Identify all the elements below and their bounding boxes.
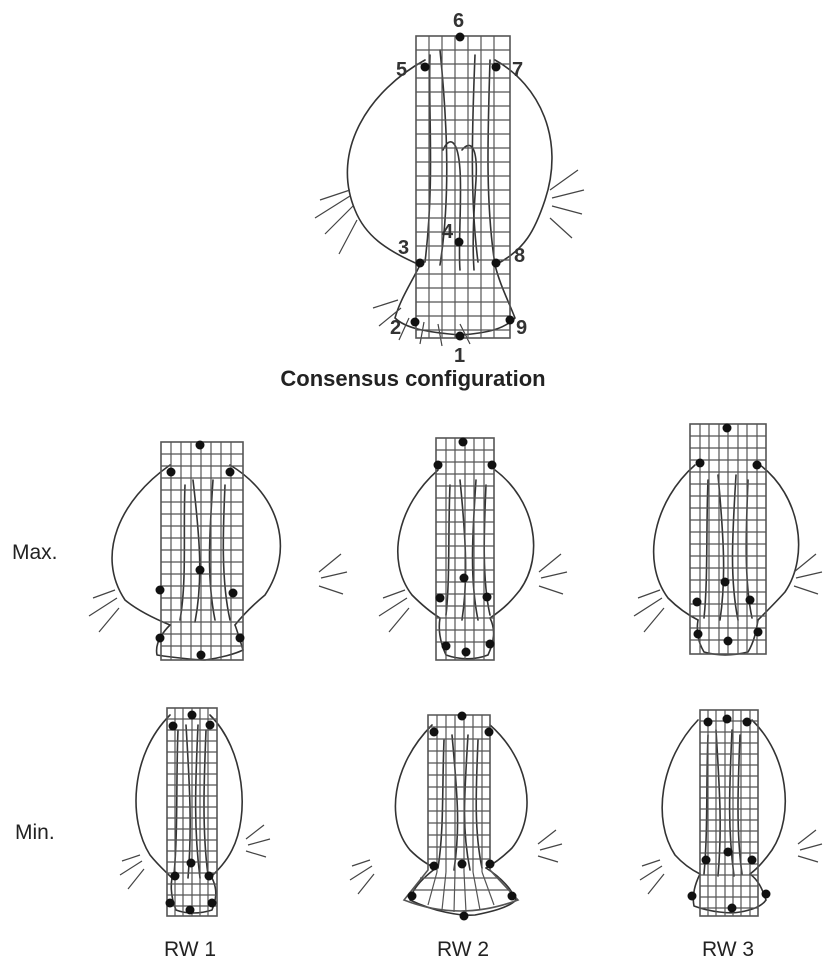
panel-rw2-max [350, 430, 580, 670]
landmark-2 [408, 892, 417, 901]
landmark-9 [486, 640, 495, 649]
row-label-max: Max. [12, 541, 58, 565]
landmark-8 [229, 589, 238, 598]
landmark-2 [411, 318, 420, 327]
column-label-rw1: RW 1 [130, 938, 250, 962]
landmark-3 [430, 862, 439, 871]
column-label-rw2: RW 2 [403, 938, 523, 962]
panel-rw2-min [340, 700, 580, 930]
landmark-2 [156, 634, 165, 643]
landmark-4 [721, 578, 730, 587]
landmark-number-2: 2 [390, 317, 401, 339]
landmark-8 [492, 259, 501, 268]
panel-rw1-max [75, 430, 325, 670]
landmark-number-5: 5 [396, 59, 407, 81]
panel-rw3-max [610, 420, 825, 670]
landmark-5 [434, 461, 443, 470]
landmark-1 [724, 637, 733, 646]
landmark-number-8: 8 [514, 245, 525, 267]
landmark-8 [748, 856, 757, 865]
landmark-2 [442, 642, 451, 651]
rw2-min-figure [340, 700, 580, 930]
landmark-4 [196, 566, 205, 575]
landmark-9 [236, 634, 245, 643]
landmark-4 [460, 574, 469, 583]
landmark-number-6: 6 [453, 10, 464, 32]
landmark-9 [508, 892, 517, 901]
landmark-5 [421, 63, 430, 72]
landmark-5 [169, 722, 178, 731]
consensus-panel: 1 2 3 4 5 6 7 8 9 [290, 0, 610, 365]
landmark-6 [723, 715, 732, 724]
landmark-3 [702, 856, 711, 865]
landmark-9 [762, 890, 771, 899]
landmark-9 [754, 628, 763, 637]
landmark-8 [746, 596, 755, 605]
panel-rw3-min [620, 700, 820, 930]
landmark-3 [416, 259, 425, 268]
landmark-6 [188, 711, 197, 720]
consensus-title: Consensus configuration [0, 366, 826, 392]
landmark-number-7: 7 [512, 59, 523, 81]
landmark-4 [187, 859, 196, 868]
landmark-9 [208, 899, 217, 908]
column-label-rw3: RW 3 [668, 938, 788, 962]
landmark-7 [488, 461, 497, 470]
landmark-1 [197, 651, 206, 660]
landmark-5 [167, 468, 176, 477]
landmark-6 [458, 712, 467, 721]
landmark-3 [436, 594, 445, 603]
landmark-1 [456, 332, 465, 341]
landmark-8 [205, 872, 214, 881]
rw3-min-figure [620, 700, 820, 930]
landmark-1 [460, 912, 469, 921]
landmark-number-1: 1 [454, 345, 465, 367]
landmark-4 [458, 860, 467, 869]
consensus-figure: 1 2 3 4 5 6 7 8 9 [290, 0, 610, 365]
panel-rw1-min [100, 700, 280, 930]
row-label-min: Min. [15, 821, 55, 845]
landmark-7 [485, 728, 494, 737]
rw1-max-figure [75, 430, 325, 670]
landmark-5 [696, 459, 705, 468]
landmark-3 [693, 598, 702, 607]
landmark-1 [462, 648, 471, 657]
rw3-max-figure [610, 420, 825, 670]
landmark-7 [226, 468, 235, 477]
landmark-7 [743, 718, 752, 727]
landmark-3 [171, 872, 180, 881]
landmark-4 [724, 848, 733, 857]
landmark-5 [430, 728, 439, 737]
landmark-7 [206, 721, 215, 730]
landmark-6 [459, 438, 468, 447]
landmark-number-3: 3 [398, 237, 409, 259]
rw2-max-figure [350, 430, 580, 670]
landmarks [411, 33, 515, 341]
landmark-3 [156, 586, 165, 595]
landmark-6 [723, 424, 732, 433]
landmark-5 [704, 718, 713, 727]
landmark-number-4: 4 [442, 221, 454, 243]
landmark-1 [728, 904, 737, 913]
landmark-7 [492, 63, 501, 72]
rw1-min-figure [100, 700, 280, 930]
landmark-6 [456, 33, 465, 42]
landmark-9 [506, 316, 515, 325]
landmark-8 [483, 593, 492, 602]
landmark-4 [455, 238, 464, 247]
landmark-2 [694, 630, 703, 639]
landmark-2 [688, 892, 697, 901]
landmark-8 [486, 860, 495, 869]
landmark-number-9: 9 [516, 317, 527, 339]
landmark-2 [166, 899, 175, 908]
landmark-7 [753, 461, 762, 470]
landmark-6 [196, 441, 205, 450]
landmark-1 [186, 906, 195, 915]
